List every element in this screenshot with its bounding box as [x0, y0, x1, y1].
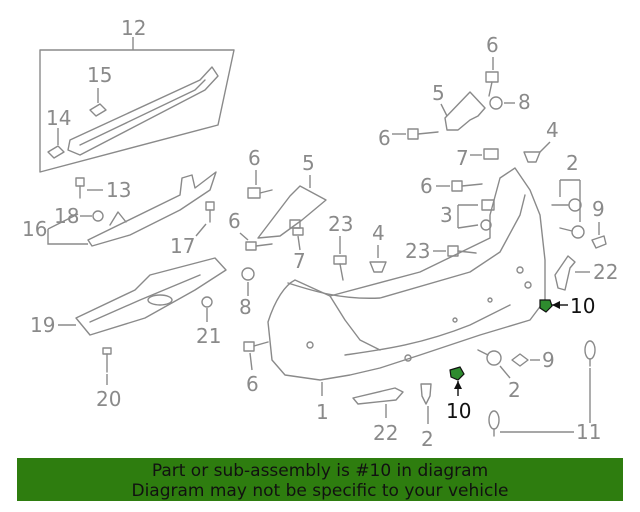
callout-22-a: 22 — [593, 260, 618, 284]
callout-5-b: 5 — [302, 151, 315, 175]
info-banner: Part or sub-assembly is #10 in diagram D… — [17, 458, 623, 501]
callout-7-b: 7 — [293, 249, 306, 273]
upper-right-group: 6 5 8 6 7 4 — [378, 33, 559, 170]
callout-8-b: 8 — [239, 295, 252, 319]
callout-6-c: 6 — [246, 372, 259, 396]
part-12-group: 12 15 14 — [39, 16, 235, 173]
part-10-clip-lower — [449, 366, 465, 381]
parts-diagram: 12 15 14 13 18 16 17 19 21 — [22, 16, 618, 451]
part-16-bracket-group: 13 18 16 17 — [22, 171, 217, 258]
callout-11: 11 — [576, 420, 601, 444]
callout-23-b: 23 — [328, 212, 353, 236]
banner-line-1: Part or sub-assembly is #10 in diagram — [151, 461, 489, 481]
callout-13: 13 — [106, 178, 131, 202]
callout-6-right: 6 — [420, 174, 433, 198]
callout-6-a: 6 — [248, 146, 261, 170]
callout-2-a: 2 — [566, 151, 579, 175]
callout-2-right: 2 — [508, 378, 521, 402]
callout-2-bottom: 2 — [421, 427, 434, 451]
callout-6-top: 6 — [486, 33, 499, 57]
banner-line-2: Diagram may not be specific to your vehi… — [131, 481, 509, 501]
callout-12: 12 — [121, 16, 146, 40]
part-10-highlight: 10 10 — [446, 294, 595, 423]
callout-6-mid: 6 — [378, 126, 391, 150]
callout-10-lower: 10 — [446, 399, 471, 423]
callout-3: 3 — [440, 203, 453, 227]
callout-1: 1 — [316, 400, 329, 424]
callout-7-top: 7 — [456, 146, 469, 170]
bumper-cover-1: 1 — [267, 167, 546, 424]
callout-4-b: 4 — [372, 221, 385, 245]
part-22-lower: 22 — [352, 387, 404, 445]
callout-21: 21 — [196, 324, 221, 348]
right-fasteners-group: 2 6 3 9 22 23 — [405, 151, 618, 291]
callout-14: 14 — [46, 106, 71, 130]
callout-16: 16 — [22, 217, 47, 241]
callout-17: 17 — [170, 234, 195, 258]
callout-9-bottom: 9 — [542, 348, 555, 372]
callout-8-top: 8 — [518, 90, 531, 114]
callout-19: 19 — [30, 313, 55, 337]
callout-22-b: 22 — [373, 421, 398, 445]
center-bracket-group: 6 5 6 7 23 4 8 6 — [228, 146, 387, 396]
part-10-clip-right — [539, 299, 553, 313]
callout-4-top: 4 — [546, 118, 559, 142]
callout-5-top: 5 — [432, 81, 445, 105]
callout-15: 15 — [87, 63, 112, 87]
callout-9-top: 9 — [592, 197, 605, 221]
callout-20: 20 — [96, 387, 121, 411]
part-19-group: 19 21 20 — [30, 257, 227, 411]
callout-10-right: 10 — [570, 294, 595, 318]
callout-23-a: 23 — [405, 239, 430, 263]
lower-right-group: 2 9 2 11 — [420, 340, 601, 451]
callout-6-b: 6 — [228, 209, 241, 233]
